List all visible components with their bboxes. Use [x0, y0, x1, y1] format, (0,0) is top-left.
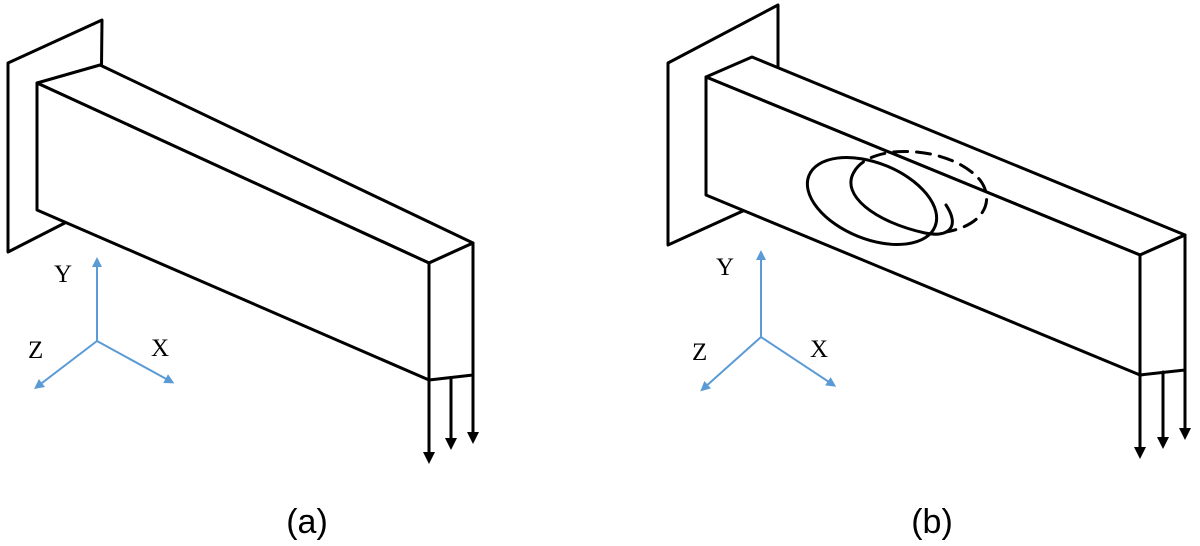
hole-back-edge-hidden: [852, 149, 989, 234]
z-axis-label: Z: [692, 339, 707, 366]
figure-b: [666, 3, 1191, 459]
coordinate-axes-b: [700, 250, 837, 392]
caption-b: (b): [911, 503, 953, 541]
z-axis-label: Z: [28, 337, 43, 364]
y-axis-label: Y: [716, 254, 734, 281]
beam: [35, 63, 475, 382]
z-axis-arrow: [34, 340, 98, 390]
coordinate-axes-a: [34, 257, 175, 390]
load-arrows: [423, 373, 479, 464]
z-axis-arrow: [700, 336, 762, 392]
hole-front-edge: [805, 156, 939, 246]
x-axis-label: X: [810, 336, 828, 363]
circular-hole: [805, 149, 989, 246]
y-axis-label: Y: [54, 261, 72, 288]
hole-back-edge-visible: [849, 170, 954, 236]
figure-a: [6, 18, 479, 464]
beam: [704, 55, 1187, 377]
x-axis-arrow: [760, 336, 837, 387]
x-axis-arrow: [96, 340, 175, 384]
load-arrows: [1134, 368, 1191, 459]
caption-a: (a): [286, 503, 328, 541]
x-axis-label: X: [151, 335, 169, 362]
